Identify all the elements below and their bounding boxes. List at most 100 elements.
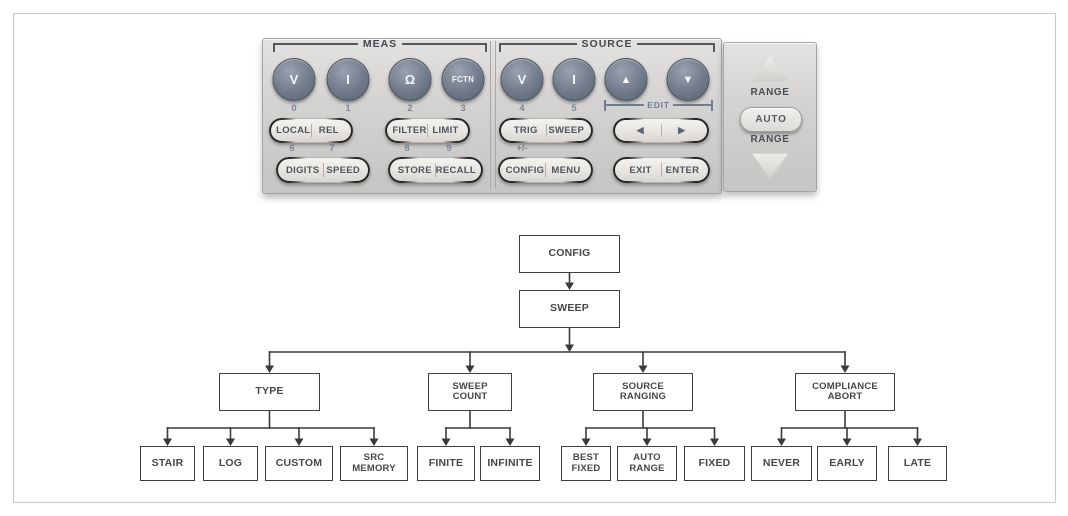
meas-group-bracket: MEAS [273, 39, 487, 55]
config-menu-right-key[interactable]: MENU [551, 164, 581, 176]
store-recall-right-key[interactable]: RECALL [435, 164, 476, 176]
keypad-range-panel: RANGE AUTO RANGE [723, 42, 817, 192]
arrowhead-down-icon [842, 438, 852, 446]
arrowhead-down-icon [163, 438, 172, 446]
digit-label-5: 5 [571, 103, 577, 114]
trig-sweep-right-key[interactable]: SWEEP [548, 125, 585, 136]
exit-enter-right-key[interactable]: ENTER [665, 164, 700, 176]
pill-divider [322, 163, 324, 177]
meas-group-label: MEAS [362, 38, 398, 50]
shift-label-: +/- [516, 143, 528, 154]
shift-label-8: 8 [404, 143, 410, 154]
trig-sweep-left-key[interactable]: TRIG [513, 125, 538, 136]
pill-divider [434, 163, 436, 177]
local-rel-right-key[interactable]: REL [318, 125, 339, 136]
bracket-tick [273, 43, 275, 52]
tree-node-config: CONFIG [519, 235, 620, 273]
tree-node-custom: CUSTOM [265, 446, 333, 481]
keypad-button-edit-down[interactable]: ▼ [666, 58, 710, 101]
shift-label-7: 7 [329, 143, 335, 154]
bracket-line [501, 43, 577, 45]
keypad-button-meas-v[interactable]: V [272, 58, 316, 101]
auto-range-button[interactable]: AUTO [740, 107, 802, 132]
bracket-tick [711, 100, 713, 111]
pill-divider [545, 124, 547, 137]
arrowhead-down-icon [441, 438, 451, 446]
panel-seam-divider [490, 41, 491, 189]
digit-label-3: 3 [460, 103, 466, 114]
arrowhead-down-icon [565, 344, 574, 352]
arrowhead-down-icon [642, 438, 652, 446]
edge-group-sweep-count [441, 410, 515, 446]
bracket-line [637, 43, 713, 45]
range-down-label: RANGE [750, 134, 790, 145]
keypad-button-meas-ohms[interactable]: Ω [388, 58, 432, 101]
keypad-button-edit-left-right[interactable]: ◀▶ [613, 118, 709, 143]
arrowhead-down-icon [265, 365, 274, 373]
pill-divider [660, 124, 662, 137]
filter-limit-right-key[interactable]: LIMIT [432, 125, 459, 136]
edit-left-right-right-key-icon[interactable]: ▶ [678, 125, 686, 135]
exit-enter-left-key[interactable]: EXIT [629, 164, 652, 176]
local-rel-left-key[interactable]: LOCAL [276, 125, 311, 136]
tree-node-type: TYPE [219, 373, 320, 411]
source-group-bracket: SOURCE [499, 39, 715, 55]
tree-node-sweep: SWEEP [519, 290, 620, 328]
arrowhead-down-icon [777, 438, 786, 446]
digit-label-1: 1 [345, 103, 351, 114]
shift-label-6: 6 [289, 143, 295, 154]
keypad-button-source-i[interactable]: I [552, 58, 596, 101]
arrowhead-down-icon [581, 438, 591, 446]
keypad-button-config-menu[interactable]: CONFIG MENU [498, 157, 593, 183]
tree-node-best-fixed: BEST FIXED [561, 446, 611, 481]
tree-node-fixed: FIXED [684, 446, 745, 481]
tree-node-auto-range: AUTO RANGE [617, 446, 677, 481]
edge-group-source-ranging [581, 410, 719, 446]
store-recall-left-key[interactable]: STORE [397, 164, 432, 176]
bracket-tick [485, 43, 487, 52]
keypad-button-trig-sweep[interactable]: TRIG SWEEP [499, 118, 593, 143]
tree-node-never: NEVER [751, 446, 812, 481]
tree-node-early: EARLY [817, 446, 877, 481]
edge-group-compliance-abort [777, 410, 922, 446]
config-menu-left-key[interactable]: CONFIG [505, 164, 545, 176]
tree-node-sweep-count: SWEEP COUNT [428, 373, 512, 411]
tree-node-infinite: INFINITE [480, 446, 540, 481]
tree-node-log: LOG [203, 446, 258, 481]
shift-label-9: 9 [446, 143, 452, 154]
arrowhead-down-icon [226, 438, 235, 446]
keypad-button-source-v[interactable]: V [500, 58, 544, 101]
tree-node-source-ranging: SOURCE RANGING [593, 373, 693, 411]
keypad-button-meas-i[interactable]: I [326, 58, 370, 101]
arrowhead-down-icon [505, 438, 515, 446]
keypad-button-filter-limit[interactable]: FILTER LIMIT [385, 118, 470, 143]
keypad-button-exit-enter[interactable]: EXIT ENTER [613, 157, 710, 183]
arrowhead-down-icon [913, 438, 922, 446]
edge-group-config [565, 272, 574, 290]
keypad-button-local-rel[interactable]: LOCAL REL [269, 118, 353, 143]
digits-speed-right-key[interactable]: SPEED [326, 164, 361, 176]
tree-node-src-memory: SRC MEMORY [340, 446, 408, 481]
keypad-button-edit-up[interactable]: ▲ [604, 58, 648, 101]
digit-label-4: 4 [519, 103, 525, 114]
edit-left-right-left-key-icon[interactable]: ◀ [636, 125, 644, 135]
pill-divider [310, 124, 312, 137]
arrowhead-down-icon [465, 365, 475, 373]
arrowhead-down-icon [840, 365, 850, 373]
keypad-button-digits-speed[interactable]: DIGITS SPEED [276, 157, 370, 183]
bracket-line [672, 104, 711, 106]
filter-limit-left-key[interactable]: FILTER [392, 125, 427, 136]
keypad-button-meas-fctn[interactable]: FCTN [441, 58, 485, 101]
digit-label-0: 0 [291, 103, 297, 114]
pill-divider [427, 124, 428, 137]
panel-seam-divider [495, 41, 496, 189]
digits-speed-left-key[interactable]: DIGITS [286, 164, 320, 176]
tree-node-stair: STAIR [140, 446, 195, 481]
bracket-tick [713, 43, 715, 52]
edit-group-bracket: EDIT [604, 100, 713, 112]
pill-divider [661, 163, 662, 177]
